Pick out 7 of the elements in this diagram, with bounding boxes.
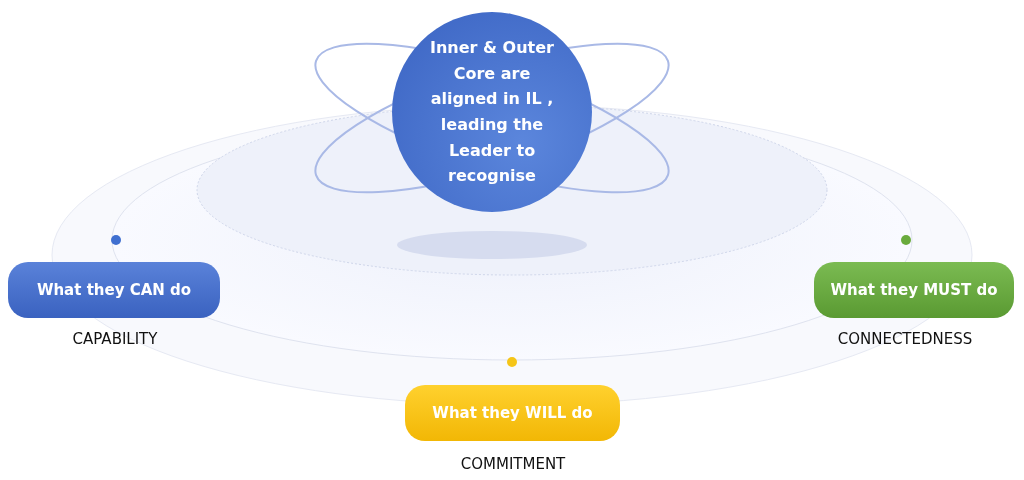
caption-text: CAPABILITY bbox=[72, 330, 158, 348]
capability-pill: What they CAN do bbox=[8, 262, 220, 318]
core-circle: Inner & Outer Core are aligned in IL , leading the Leader to recognise bbox=[392, 12, 592, 212]
caption-text: CONNECTEDNESS bbox=[837, 330, 973, 348]
commitment-pill: What they WILL do bbox=[405, 385, 620, 441]
connectedness-pill: What they MUST do bbox=[814, 262, 1014, 318]
caption-text: COMMITMENT bbox=[460, 455, 566, 473]
